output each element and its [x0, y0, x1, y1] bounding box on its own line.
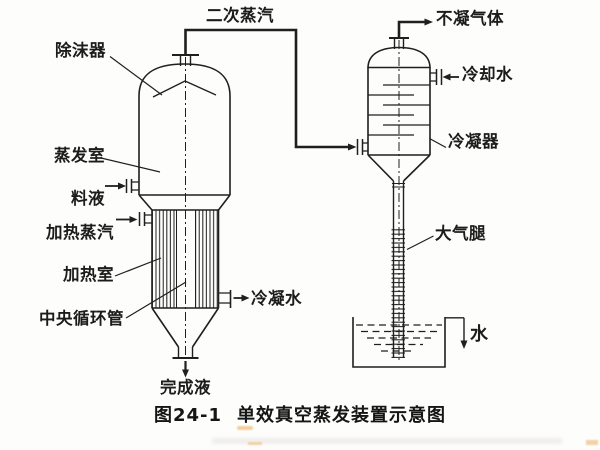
tube-bundle-right — [196, 210, 219, 308]
secondary-vapor-arrowhead — [348, 143, 357, 151]
finished-arrowhead — [182, 369, 189, 378]
leader-evaporation-chamber — [101, 158, 160, 172]
evaporator-vessel — [127, 55, 231, 358]
evaporator-top-nozzle — [172, 55, 199, 66]
tank-walls — [353, 317, 445, 367]
evaporator-shell — [139, 96, 230, 195]
central-tube-walls — [177, 210, 196, 308]
label-secondary-vapor: 二次蒸汽 — [206, 6, 274, 25]
heating-steam-nozzle — [140, 212, 153, 226]
leader-central-tube — [126, 282, 186, 318]
figure-number: 图24-1 — [153, 405, 223, 426]
label-noncondensable-gas: 不凝气体 — [436, 9, 504, 28]
condensate-nozzle — [219, 290, 231, 308]
pipes — [184, 18, 433, 151]
evaporator-cone — [152, 308, 219, 358]
noncondensable-arrowhead — [424, 18, 433, 26]
feed-arrowhead — [118, 182, 126, 190]
cooling-water-nozzle — [430, 69, 442, 85]
water-outlet-arrow — [445, 318, 468, 349]
water-level-dashes — [356, 325, 442, 351]
label-heating-steam: 加热蒸汽 — [46, 223, 114, 242]
figure-title: 单效真空蒸发装置示意图 — [237, 405, 447, 426]
feed-nozzle — [127, 179, 140, 193]
condensate-arrowhead — [241, 294, 250, 302]
label-condenser: 冷凝器 — [448, 132, 499, 151]
condenser-top-nozzle — [389, 38, 409, 49]
noncondensable-pipe — [398, 22, 425, 37]
label-feed-liquid: 料液 — [71, 189, 105, 208]
condenser-baffles — [368, 85, 430, 135]
label-evaporation-chamber: 蒸发室 — [54, 146, 105, 165]
label-barometric-leg: 大气腿 — [435, 224, 486, 243]
cooling-arrowhead — [442, 73, 451, 81]
leader-barometric-leg — [407, 236, 434, 250]
condenser-cone — [368, 155, 430, 181]
demister-chevron — [153, 81, 216, 97]
heating-chamber-box — [152, 210, 219, 308]
secondary-vapor-pipe — [184, 29, 348, 147]
vapor-inlet-nozzle — [358, 139, 369, 155]
water-tank — [353, 317, 468, 367]
label-condensate-water: 冷凝水 — [251, 289, 302, 308]
label-finished-liquid: 完成液 — [160, 378, 211, 397]
label-cooling-water: 冷却水 — [462, 65, 513, 84]
condenser-shell — [368, 68, 430, 156]
flow-arrows — [105, 73, 459, 378]
leader-heating-chamber — [115, 258, 161, 276]
tube-bundle-left — [152, 210, 177, 308]
steam-arrowhead — [129, 216, 138, 223]
leader-lines — [101, 57, 446, 319]
label-heating-chamber: 加热室 — [63, 265, 114, 284]
evaporator-shoulder — [139, 195, 230, 210]
leader-demister — [110, 57, 162, 96]
label-demister: 除沫器 — [55, 41, 106, 60]
figure-caption: 图24-1 单效真空蒸发装置示意图 — [0, 401, 600, 427]
evaporator-dome — [139, 64, 230, 96]
water-arrowhead — [460, 340, 468, 349]
label-central-circulation-tube: 中央循环管 — [39, 309, 124, 328]
label-water: 水 — [470, 324, 489, 345]
leader-condenser — [430, 139, 447, 148]
